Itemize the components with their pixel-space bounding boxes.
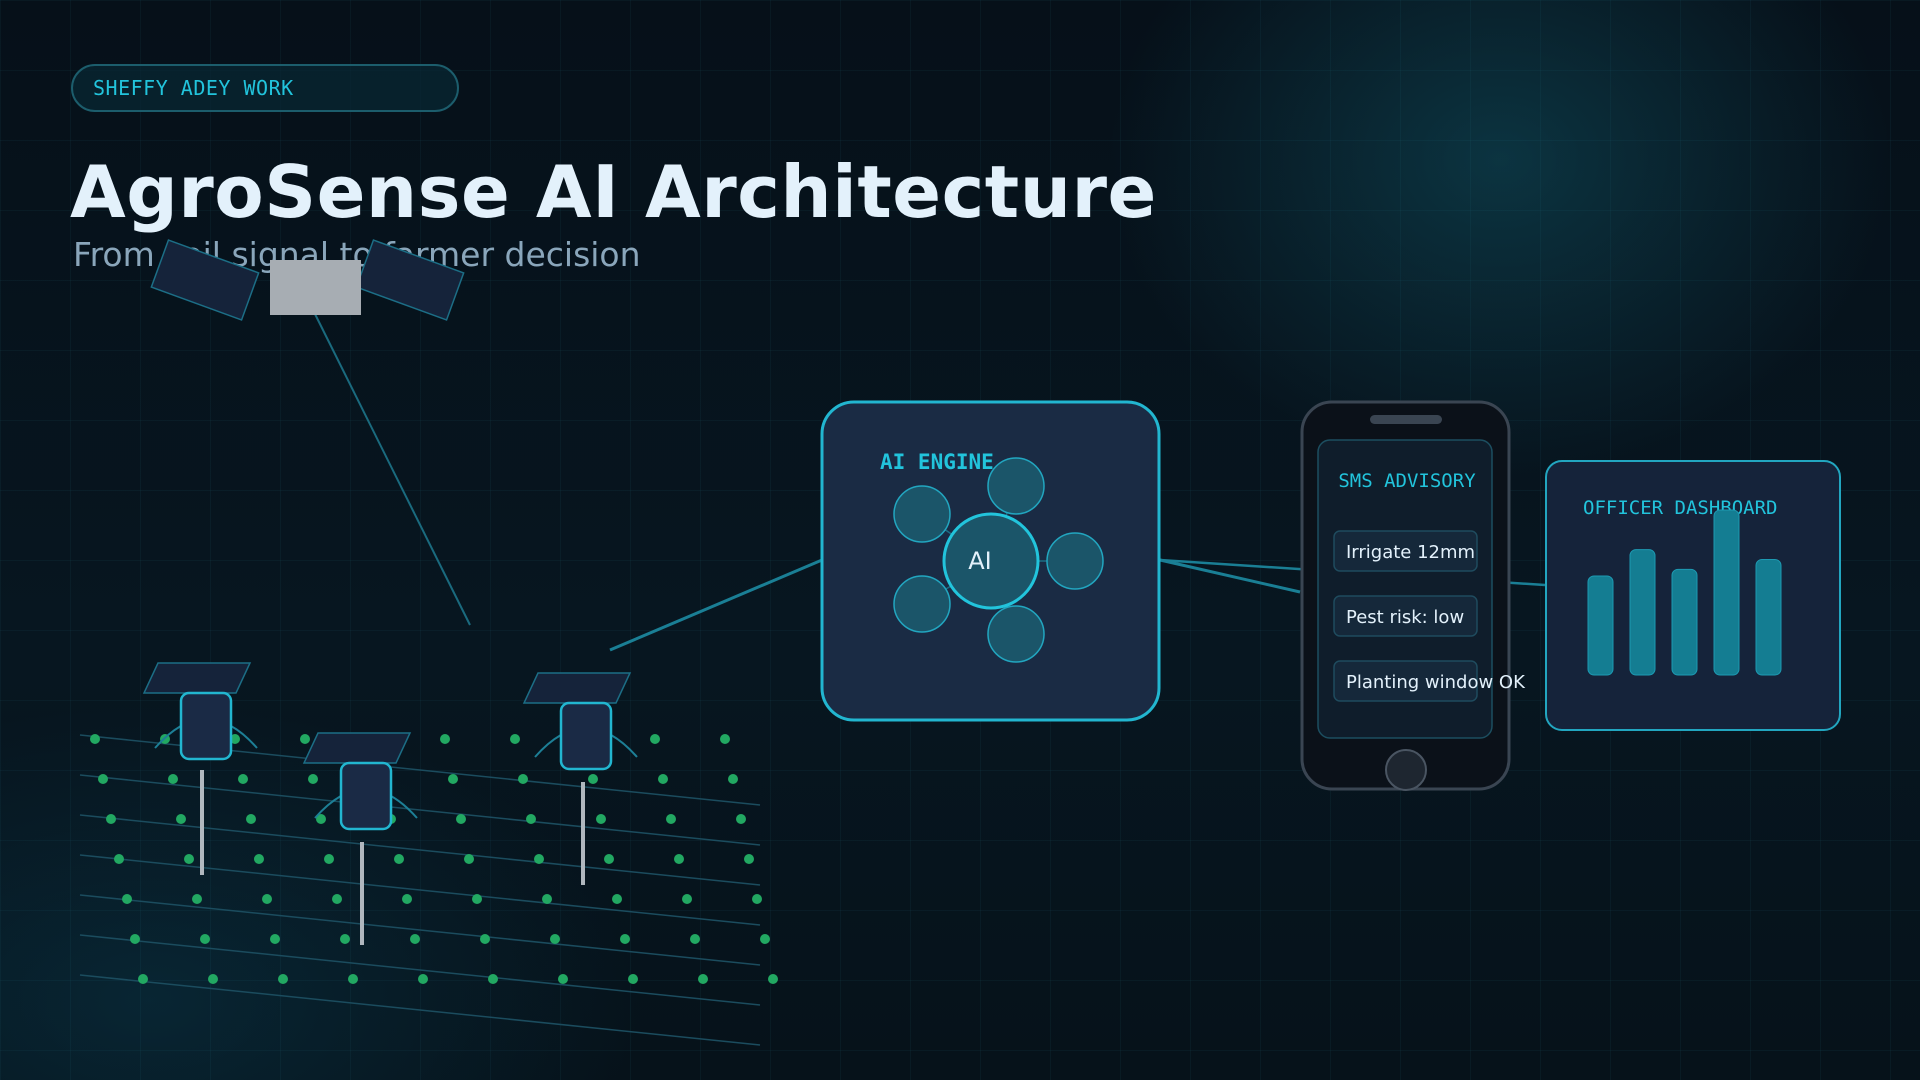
crop-dot (138, 974, 148, 984)
crop-dot (410, 934, 420, 944)
crop-dot (720, 734, 730, 744)
dashboard-bar (1587, 575, 1614, 676)
crop-dot (682, 894, 692, 904)
crop-dot (550, 934, 560, 944)
crop-dot (418, 974, 428, 984)
crop-dot (316, 814, 326, 824)
crop-dot (752, 894, 762, 904)
crop-dot (760, 934, 770, 944)
crop-dot (690, 934, 700, 944)
crop-dot (122, 894, 132, 904)
crop-dot (394, 854, 404, 864)
crop-dot (628, 974, 638, 984)
dashboard-bar (1671, 568, 1698, 676)
crop-dot (698, 974, 708, 984)
dashboard-bar (1713, 509, 1740, 676)
crop-dot (184, 854, 194, 864)
officer-dashboard-label: OFFICER DASHBOARD (1583, 497, 1777, 519)
crop-dot (588, 774, 598, 784)
crop-dot (130, 934, 140, 944)
sms-message-text: Pest risk: low (1346, 607, 1464, 628)
crop-dot (448, 774, 458, 784)
crop-dot (488, 974, 498, 984)
crop-dot (114, 854, 124, 864)
crop-dot (542, 894, 552, 904)
crop-dot (464, 854, 474, 864)
crop-dot (518, 774, 528, 784)
sms-message (1333, 595, 1478, 637)
crop-dot (534, 854, 544, 864)
crop-dot (440, 734, 450, 744)
satellite-icon (150, 239, 471, 626)
crop-dot (254, 854, 264, 864)
crop-dot (480, 934, 490, 944)
field-rows (79, 734, 761, 1046)
crop-dot (208, 974, 218, 984)
crop-dot (270, 934, 280, 944)
crop-dot (558, 974, 568, 984)
crop-dot (200, 934, 210, 944)
page-title: AgroSense AI Architecture (70, 150, 1157, 234)
crop-dot (238, 774, 248, 784)
crop-dot (278, 974, 288, 984)
sensor-node-2 (302, 732, 418, 945)
crop-dot (332, 894, 342, 904)
crop-dot (340, 934, 350, 944)
crop-dot (510, 734, 520, 744)
crop-dot (674, 854, 684, 864)
crop-dot (456, 814, 466, 824)
ai-core-node (942, 512, 1040, 610)
ai-core-label: AI (968, 547, 992, 575)
crop-dot (262, 894, 272, 904)
crop-dot (620, 934, 630, 944)
ai-neural-nodes (893, 457, 1104, 663)
crop-dot (192, 894, 202, 904)
officer-dashboard-panel: OFFICER DASHBOARD (1545, 460, 1841, 731)
dashboard-bar-chart (1587, 509, 1782, 676)
sms-message-text: Planting window OK (1346, 672, 1526, 693)
sms-message (1333, 530, 1478, 572)
ai-engine-label: AI ENGINE (880, 450, 994, 474)
sms-message-text: Irrigate 12mm (1346, 542, 1475, 563)
sensor-node-1 (142, 662, 258, 875)
ai-engine-panel: AI ENGINE AI (820, 400, 1161, 722)
crop-dot (612, 894, 622, 904)
phone-speaker (1370, 415, 1442, 424)
crop-dot (246, 814, 256, 824)
crop-dot (348, 974, 358, 984)
sms-message (1333, 660, 1478, 702)
crop-dot (106, 814, 116, 824)
sensor-node-3 (522, 672, 638, 885)
crop-dot (230, 734, 240, 744)
phone-home-button (1385, 749, 1427, 791)
dashboard-bar (1755, 559, 1782, 676)
crop-dot (98, 774, 108, 784)
crop-dot (90, 734, 100, 744)
crop-dot (402, 894, 412, 904)
phone-sms-advisory: SMS ADVISORY Irrigate 12mm Pest risk: lo… (1300, 400, 1526, 791)
crop-dot (666, 814, 676, 824)
crop-dot (176, 814, 186, 824)
crop-dot (308, 774, 318, 784)
crop-dot (768, 974, 778, 984)
crop-dot (728, 774, 738, 784)
link-field-to-ai (609, 558, 823, 652)
crop-dot (604, 854, 614, 864)
link-ai-to-sms (1159, 558, 1301, 594)
crop-dot (324, 854, 334, 864)
crop-dot (650, 734, 660, 744)
crop-dot (736, 814, 746, 824)
author-badge: SHEFFY ADEY WORK (71, 64, 459, 112)
crop-dot (744, 854, 754, 864)
crop-dot (596, 814, 606, 824)
crop-dot (472, 894, 482, 904)
crop-dot (300, 734, 310, 744)
sms-advisory-label: SMS ADVISORY (1338, 470, 1476, 492)
crop-dot (658, 774, 668, 784)
crop-dot (526, 814, 536, 824)
dashboard-bar (1629, 549, 1656, 676)
crop-dot (168, 774, 178, 784)
